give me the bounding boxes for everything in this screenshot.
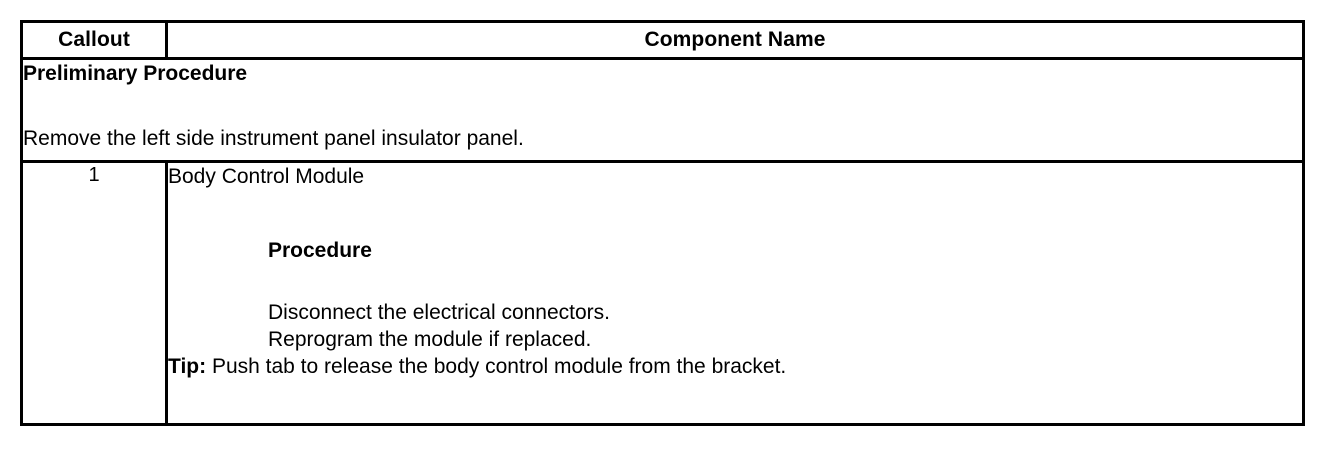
table-row: 1 Body Control Module Procedure Disconne… (20, 160, 1305, 426)
preliminary-procedure-title: Preliminary Procedure (23, 62, 248, 85)
header-cell-component-name: Component Name (165, 20, 1305, 60)
component-spacer-mid (168, 265, 1302, 299)
header-cell-callout: Callout (20, 20, 168, 60)
component-spacer-top (168, 191, 1302, 237)
preliminary-procedure-row: Preliminary Procedure Remove the left si… (20, 57, 1305, 163)
header-label-component-name: Component Name (644, 28, 826, 51)
component-detail-cell: Body Control Module Procedure Disconnect… (165, 160, 1305, 426)
procedure-step: Reprogram the module if replaced. (268, 328, 592, 351)
callout-number: 1 (88, 164, 100, 186)
header-label-callout: Callout (58, 28, 130, 51)
callout-number-cell: 1 (20, 160, 168, 426)
tip-label: Tip: (168, 355, 207, 378)
component-name-text: Body Control Module (168, 165, 365, 188)
component-callout-table: Callout Component Name Preliminary Proce… (20, 20, 1305, 426)
tip-text: Push tab to release the body control mod… (206, 355, 787, 378)
preliminary-spacer (23, 88, 1302, 126)
preliminary-procedure-step: Remove the left side instrument panel in… (23, 127, 524, 150)
procedure-step: Disconnect the electrical connectors. (268, 301, 610, 324)
preliminary-procedure-cell: Preliminary Procedure Remove the left si… (20, 57, 1305, 163)
tip-line: Tip: Push tab to release the body contro… (168, 353, 1302, 380)
table-header-row: Callout Component Name (20, 20, 1305, 60)
procedure-heading: Procedure (268, 239, 372, 262)
